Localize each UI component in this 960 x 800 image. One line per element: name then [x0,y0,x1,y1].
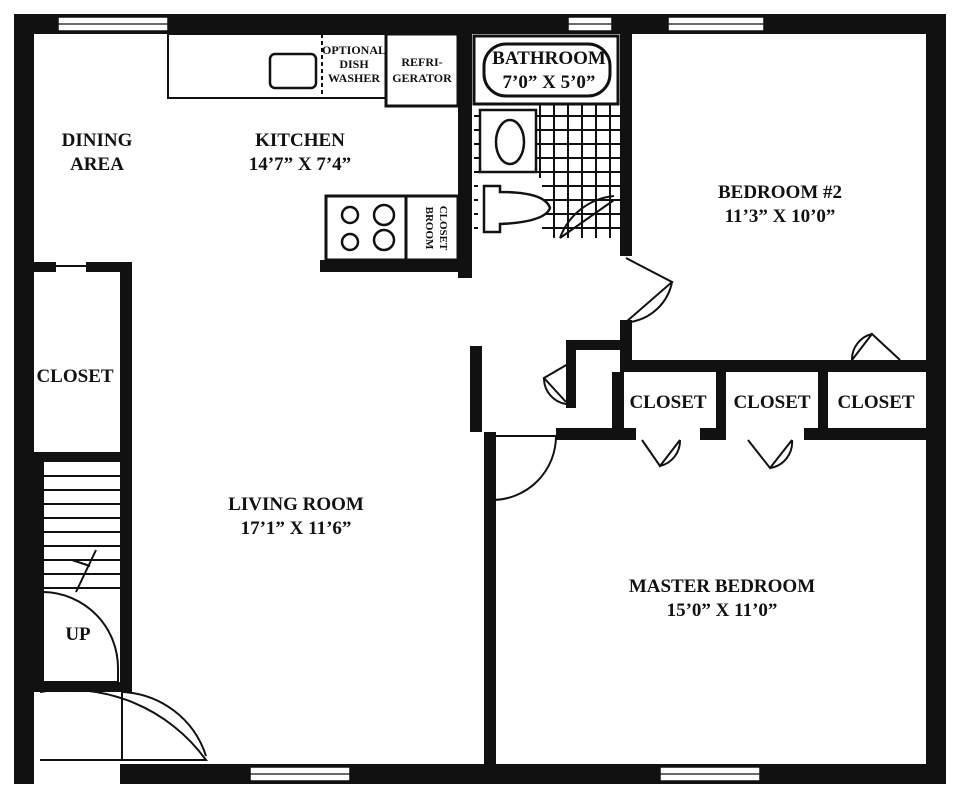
closet-3-label: CLOSET [837,392,914,413]
master-door-swing [491,435,557,501]
dishwasher-label-1: OPTIONAL [322,43,386,57]
kitchen-size: 14’7” X 7’4” [249,154,351,175]
sink-vanity-icon [478,108,538,174]
bedroom2-door-swing [625,257,674,323]
kitchen-label: KITCHEN [255,130,345,151]
linen-closet-door-swing [542,363,569,405]
bathtub-icon [472,34,620,106]
dishwasher-label-3: WASHER [328,71,380,85]
master-bedroom-size: 15’0” X 11’0” [667,600,778,621]
stair-door-swing [43,591,119,683]
living-room-label: LIVING ROOM [228,494,364,515]
broom-closet-label-2: CLOSET [437,206,449,251]
bathroom-label: BATHROOM [492,48,606,69]
entry-door-swing [39,688,208,761]
left-closet-label: CLOSET [36,366,113,387]
stove-icon [324,194,408,262]
kitchen-counter [167,32,460,108]
dining-label-2: AREA [70,154,124,175]
master-bedroom-label: MASTER BEDROOM [629,576,815,597]
toilet-icon [478,178,552,238]
closet-door-swings [641,332,901,470]
window-lines [58,23,764,775]
bedroom2-label: BEDROOM #2 [718,182,842,203]
sink-icon [268,52,318,90]
bedroom2-size: 11’3” X 10’0” [725,206,836,227]
stairs [44,475,120,593]
dining-label-1: DINING [62,130,133,151]
refrigerator-label-2: GERATOR [392,71,452,85]
dishwasher-label-2: DISH [339,57,369,71]
entry-door-leaf-2 [121,691,207,757]
stair-landing-wall [34,682,132,692]
stairs-up-label: UP [65,624,91,645]
interior-walls [34,34,946,764]
closet-1-label: CLOSET [629,392,706,413]
living-room-size: 17’1” X 11’6” [241,518,352,539]
broom-closet-label-1: BROOM [423,207,435,250]
broom-closet-box [404,194,460,262]
refrigerator-label-1: REFRI- [401,55,442,69]
closet-2-label: CLOSET [733,392,810,413]
bath-door-swing [559,195,615,239]
room-labels: DINING AREA KITCHEN 14’7” X 7’4” BATHROO… [36,43,914,645]
bathroom-size: 7’0” X 5’0” [503,72,596,93]
